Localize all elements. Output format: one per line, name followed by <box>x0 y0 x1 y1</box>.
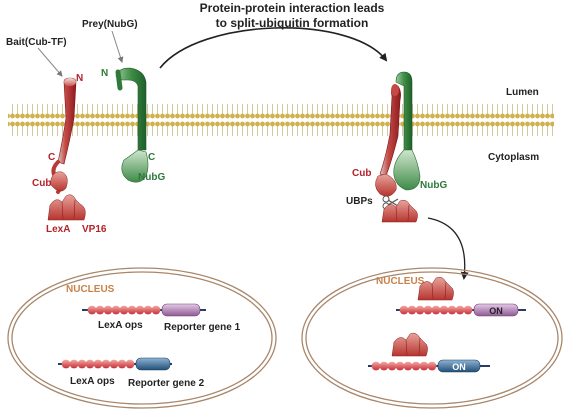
vp16-label: VP16 <box>82 224 107 235</box>
lexa-vp16-domain <box>47 194 86 221</box>
prey-n-terminus: N <box>101 68 108 79</box>
activated-construct-2: ON <box>368 332 490 373</box>
lexa-ops-label-2: LexA ops <box>70 376 115 387</box>
lexa-operator-beads-2 <box>61 359 135 369</box>
nucleus-right: NUCLEUS ON <box>301 267 563 409</box>
interacting-complex <box>375 71 421 223</box>
ubps-label: UBPs <box>346 196 373 207</box>
nucleus-right-title: NUCLEUS <box>376 276 425 287</box>
nucleus-entry-arrow <box>427 217 469 280</box>
lumen-label: Lumen <box>506 87 539 98</box>
bait-pointer <box>37 47 63 77</box>
bait-label: Bait(Cub-TF) <box>6 37 67 48</box>
bait-protein <box>47 77 86 221</box>
activated-construct-1: ON <box>396 276 526 317</box>
lexa-label: LexA <box>46 224 70 235</box>
nubg-label-left: NubG <box>138 172 165 183</box>
scissors-icon <box>382 195 399 210</box>
lexa-ops-label-1: LexA ops <box>98 320 143 331</box>
reporter-gene-2-label: Reporter gene 2 <box>128 378 205 389</box>
membrane-bilayer <box>8 100 554 140</box>
reporter-gene-1-label: Reporter gene 1 <box>164 322 241 333</box>
cub-label-right: Cub <box>352 168 371 179</box>
prey-pointer <box>111 30 124 63</box>
cytoplasm-label: Cytoplasm <box>488 152 539 163</box>
released-lexa-vp16 <box>381 199 418 223</box>
on-label-1: ON <box>489 306 503 316</box>
prey-c-terminus: C <box>148 152 155 163</box>
on-label-2: ON <box>452 362 466 372</box>
prey-protein <box>115 67 149 183</box>
cub-label-left: Cub <box>32 178 51 189</box>
nucleus-left-title: NUCLEUS <box>66 284 115 295</box>
reporter-construct-1 <box>82 303 206 317</box>
bait-n-terminus: N <box>76 73 83 84</box>
title-line-1: Protein-protein interaction leads <box>200 1 385 15</box>
nucleus-left: NUCLEUS LexA ops Reporter gene 1 <box>7 267 277 409</box>
reporter-construct-2 <box>58 357 172 371</box>
prey-label: Prey(NubG) <box>82 19 138 30</box>
title-line-2: to split-ubiquitin formation <box>216 16 369 30</box>
bait-c-terminus: C <box>48 152 55 163</box>
lexa-operator-beads-1 <box>87 305 161 315</box>
nubg-label-right: NubG <box>420 180 447 191</box>
interaction-arrow <box>159 27 388 69</box>
